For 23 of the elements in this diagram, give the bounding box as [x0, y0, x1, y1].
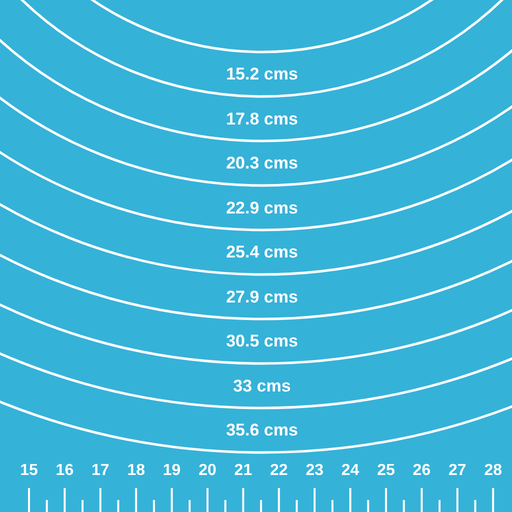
dimension-label: 35.6 cms — [226, 422, 298, 439]
dimension-label: 25.4 cms — [226, 244, 298, 261]
ruler-number: 27 — [448, 463, 466, 479]
ruler-number: 28 — [484, 463, 502, 479]
dimension-label: 33 cms — [233, 377, 291, 394]
ruler-number: 20 — [198, 463, 216, 479]
ruler-number: 23 — [306, 463, 324, 479]
ruler-number: 18 — [127, 463, 145, 479]
ruler-number: 26 — [412, 463, 431, 479]
dimension-label: 22.9 cms — [226, 199, 298, 216]
ruler-number: 17 — [92, 463, 110, 479]
ruler-number: 22 — [270, 463, 288, 479]
ruler-number: 25 — [377, 463, 395, 479]
dimension-label: 30.5 cms — [226, 332, 298, 350]
dimension-label: 20.3 cms — [226, 154, 298, 172]
ruler-number: 21 — [234, 463, 252, 479]
ruler-number: 19 — [162, 463, 181, 479]
dimension-label: 15.2 cms — [226, 66, 298, 83]
ruler-number: 24 — [341, 463, 360, 479]
dimension-label: 27.9 cms — [226, 288, 298, 306]
dimension-label: 17.8 cms — [226, 110, 298, 128]
ruler-number: 16 — [56, 463, 74, 479]
ruler-number: 15 — [20, 463, 38, 479]
